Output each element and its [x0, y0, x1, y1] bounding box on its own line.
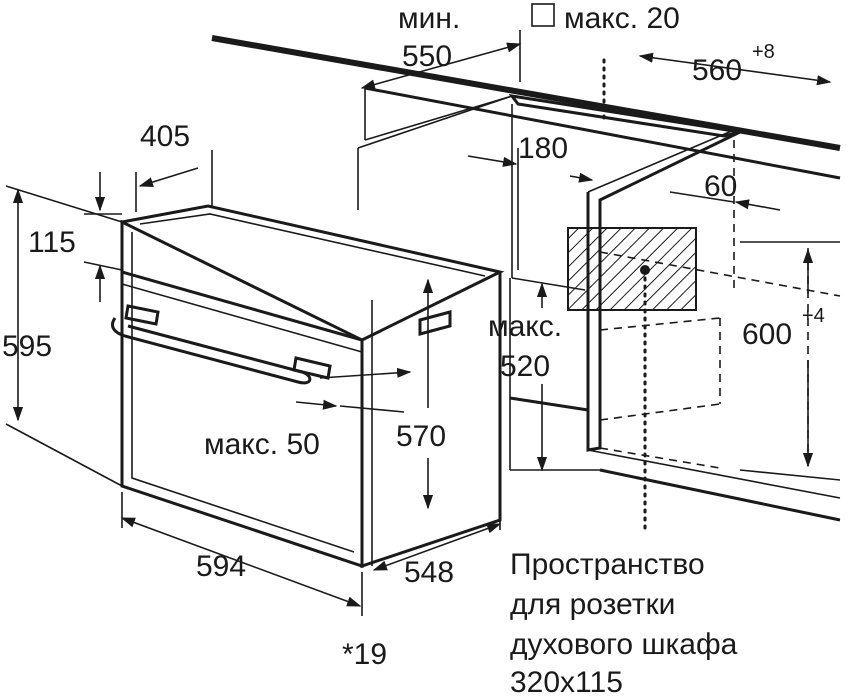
label-max-50: макс. 50	[204, 428, 320, 461]
label-548: 548	[404, 556, 454, 589]
label-socket-line2: для розетки	[510, 588, 675, 621]
label-600-tolerance: +4	[802, 305, 825, 327]
dimension-lines	[5, 3, 832, 616]
label-595: 595	[2, 330, 52, 363]
label-socket-line1: Пространство	[510, 548, 705, 581]
label-560: 560	[692, 54, 742, 87]
label-550: 550	[402, 40, 452, 73]
label-594: 594	[196, 550, 246, 583]
label-max-520-line1: макс.	[488, 310, 562, 343]
label-max-520-line2: 520	[500, 350, 550, 383]
label-note-19: *19	[342, 638, 387, 671]
label-socket-line3: духового шкафа	[510, 628, 738, 661]
label-570: 570	[396, 420, 446, 453]
oven	[111, 204, 505, 569]
label-560-tolerance: +8	[752, 41, 775, 63]
label-115: 115	[28, 226, 76, 259]
label-60: 60	[704, 170, 737, 203]
label-min: мин.	[398, 2, 460, 35]
labels: мин. макс. 20 550 560 +8 405 180 60 115 …	[2, 2, 825, 699]
label-180: 180	[518, 132, 568, 165]
label-405: 405	[140, 120, 190, 153]
label-max-20: макс. 20	[564, 2, 680, 35]
label-socket-line4: 320x115	[510, 666, 623, 699]
label-600: 600	[742, 318, 792, 351]
socket-zone	[567, 58, 697, 530]
